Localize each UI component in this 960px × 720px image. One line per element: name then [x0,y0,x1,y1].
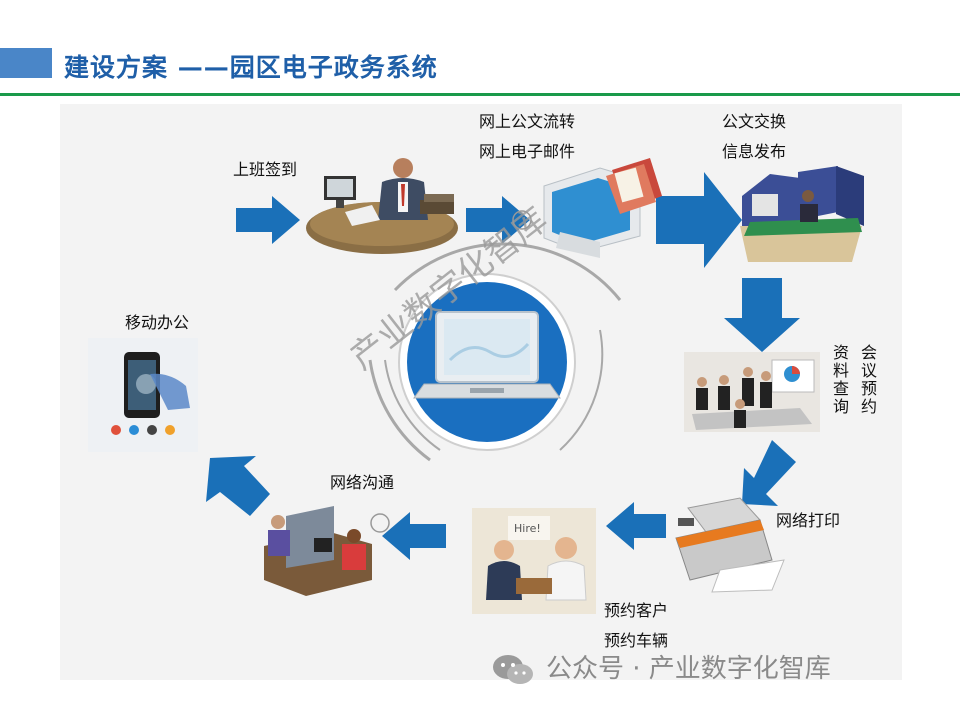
label-client-1: 预约客户 [604,601,669,620]
label-data-query: 资料查询 [830,344,849,416]
exchange-illustration [740,166,864,262]
label-docflow-1: 网上公文流转 [479,112,576,131]
arrow-exchange-to-meeting [724,278,800,352]
label-client-2: 预约车辆 [604,631,669,650]
label-meeting-booking: 会议预约 [858,344,877,416]
footer-account: 公众号 · 产业数字化智库 [546,654,831,684]
arrow-meeting-to-print [742,440,796,506]
mobile-photo [88,338,198,452]
label-print: 网络打印 [776,511,841,530]
label-exchange-1: 公文交换 [722,112,787,131]
arrow-checkin-to-docflow [466,196,530,244]
arrow-comm-to-mobile [206,456,270,516]
printer-illustration [675,497,785,593]
label-docflow-2: 网上电子邮件 [479,142,576,161]
title-divider [0,93,960,96]
page-title: 建设方案 ——园区电子政务系统 [64,53,438,82]
label-comm: 网络沟通 [330,473,395,492]
hire-sign-text: Hire! [514,522,541,535]
label-mobile: 移动办公 [125,313,190,332]
comm-illustration [264,506,372,596]
watermark-seal [368,242,622,462]
docflow-illustration [543,158,662,258]
client-photo: Hire! [472,508,596,614]
meeting-photo [684,352,820,432]
connector-dot [370,513,390,533]
title-accent-bar [0,48,52,78]
label-exchange-2: 信息发布 [722,142,787,161]
arrow-client-to-comm [382,512,446,560]
laptop-icon [413,311,561,399]
arrow-print-to-client [606,502,666,550]
arrow-docflow-to-exchange [656,172,742,268]
label-checkin: 上班签到 [233,160,298,179]
wechat-icon [493,655,533,684]
connector-dot [512,210,532,230]
arrow-start [236,196,300,244]
checkin-illustration [306,158,458,254]
